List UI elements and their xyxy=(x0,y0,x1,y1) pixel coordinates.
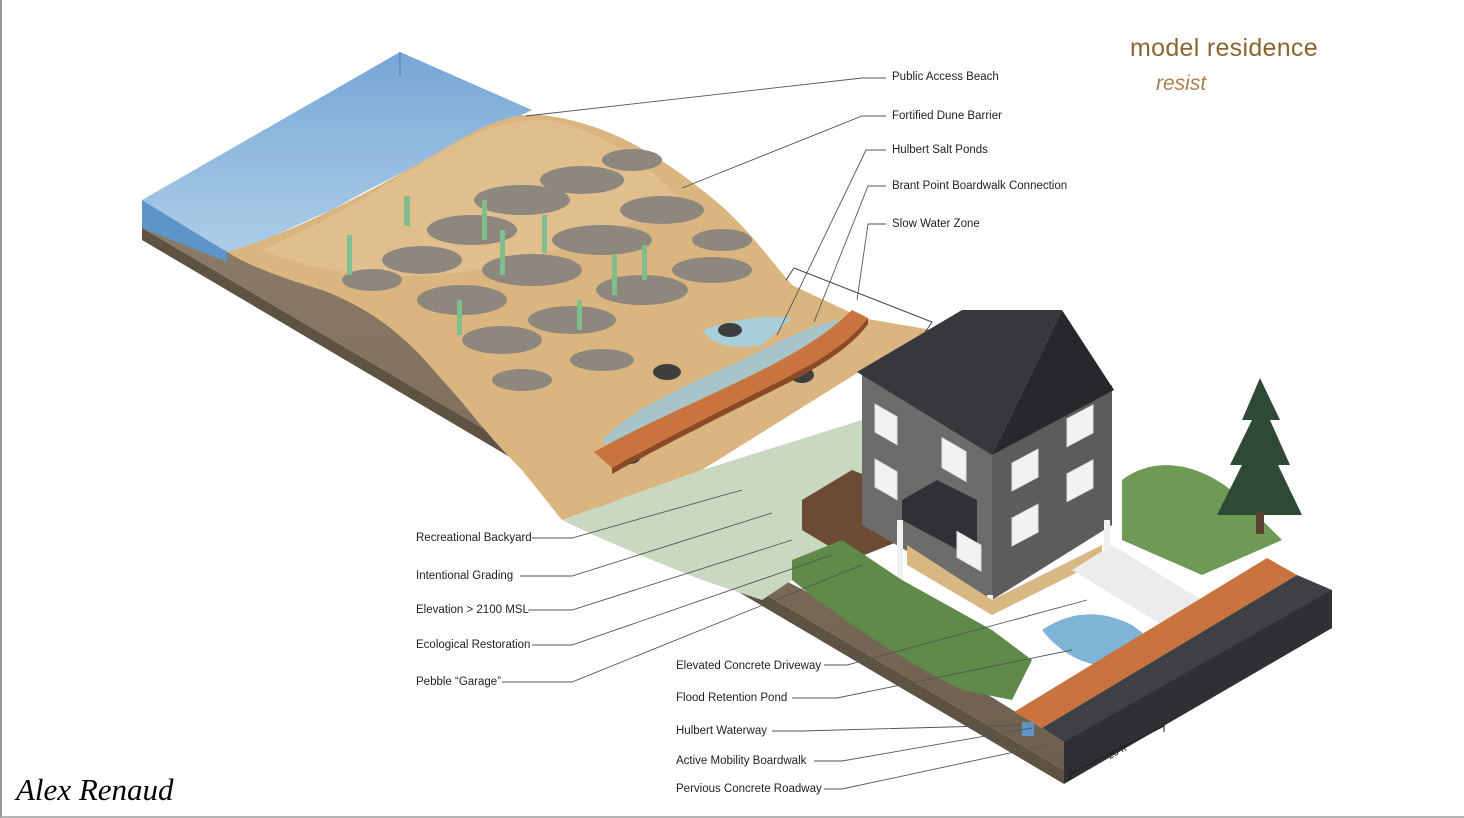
elevated-concrete-driveway xyxy=(1072,545,1202,625)
house-windows xyxy=(874,403,1094,573)
boardwalk-edge xyxy=(612,318,868,474)
label-recreational-backyard: Recreational Backyard xyxy=(416,532,532,544)
brant-point-boardwalk xyxy=(594,310,868,468)
house-undercroft xyxy=(907,545,1102,615)
house-roof-left xyxy=(857,310,1062,455)
ocean-water-front xyxy=(142,200,227,262)
label-pervious-concrete-roadway: Pervious Concrete Roadway xyxy=(676,783,822,795)
diagram-title: model residence xyxy=(1130,34,1318,62)
pine-trunk xyxy=(1256,512,1264,534)
label-public-access-beach: Public Access Beach xyxy=(892,71,999,83)
label-hulbert-waterway: Hulbert Waterway xyxy=(676,725,767,737)
elevated-house xyxy=(857,310,1114,615)
ocean-water xyxy=(142,52,532,252)
label-flood-retention-pond: Flood Retention Pond xyxy=(676,692,788,704)
pine-tree xyxy=(1217,378,1302,515)
leader-lines xyxy=(502,77,1088,790)
label-slow-water-zone: Slow Water Zone xyxy=(892,218,980,230)
diagram-subtitle: resist xyxy=(1156,72,1207,95)
ecological-restoration-planting xyxy=(792,540,1032,700)
beach-grass xyxy=(347,196,647,335)
label-intentional-grading: Intentional Grading xyxy=(416,570,514,582)
house-roof-right xyxy=(992,310,1114,455)
salt-pond xyxy=(602,318,852,448)
label-active-mobility-boardwalk: Active Mobility Boardwalk xyxy=(676,755,807,767)
side-planting xyxy=(1122,465,1282,575)
label-ecological-restoration: Ecological Restoration xyxy=(416,639,531,651)
active-mobility-boardwalk xyxy=(1014,558,1297,728)
label-elevation: Elevation > 2100 MSL xyxy=(416,604,529,616)
label-fortified-dune-barrier: Fortified Dune Barrier xyxy=(892,110,1002,122)
roadway-front-face xyxy=(1064,590,1332,784)
scale-bar xyxy=(1069,725,1165,775)
author-name: Alex Renaud xyxy=(16,772,174,807)
dune-vegetation xyxy=(342,149,752,391)
slow-water-bracket xyxy=(785,267,933,335)
label-hulbert-salt-ponds: Hulbert Salt Ponds xyxy=(892,144,988,156)
label-brant-point-boardwalk: Brant Point Boardwalk Connection xyxy=(892,180,1068,192)
label-pebble-garage: Pebble “Garage” xyxy=(416,676,502,688)
label-elevated-concrete-driveway: Elevated Concrete Driveway xyxy=(676,660,822,672)
